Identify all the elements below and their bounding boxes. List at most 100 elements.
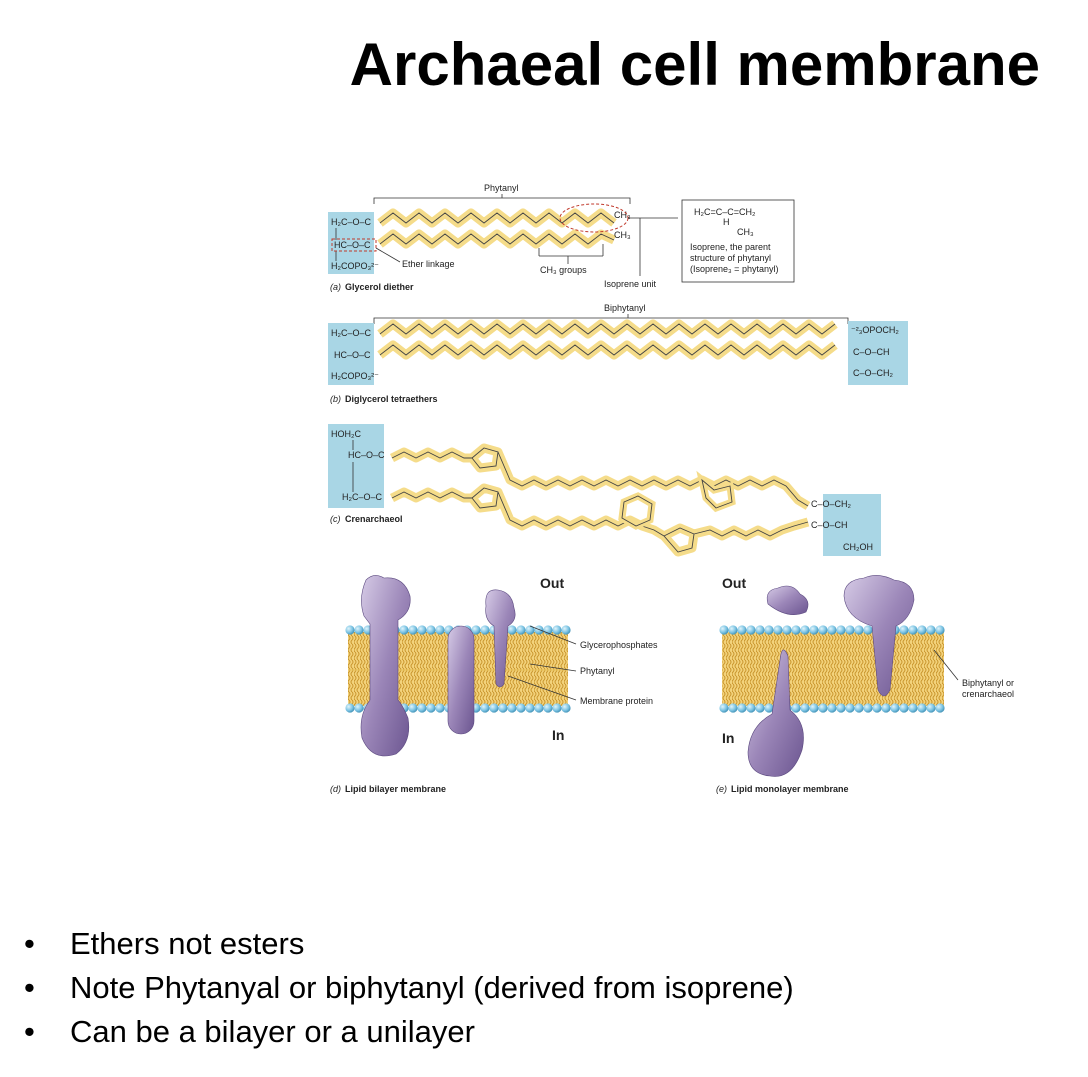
lipid-head-group xyxy=(435,625,445,635)
glycerol-box-a xyxy=(328,212,374,274)
lipid-head-group xyxy=(561,625,571,635)
isoprene-info-box xyxy=(681,199,795,283)
page-title: Archaeal cell membrane xyxy=(349,31,1040,98)
lipid-head-group xyxy=(800,625,810,635)
glycerol-box-b-right xyxy=(848,321,908,385)
bullet-text: Ethers not esters xyxy=(70,926,305,961)
lipid-head-group xyxy=(737,703,747,713)
lipid-head-group xyxy=(345,625,355,635)
lipid-head-group xyxy=(480,625,490,635)
lipid-head-group xyxy=(917,703,927,713)
membrane-protein-right xyxy=(485,589,516,688)
lipid-head-group xyxy=(489,703,499,713)
monolayer-heads-outer xyxy=(719,625,945,635)
bullet-item: • Ethers not esters xyxy=(20,922,794,966)
lipid-head-group xyxy=(917,625,927,635)
panel-d-in-label: In xyxy=(552,727,564,743)
bullet-text: Note Phytanyal or biphytanyl (derived fr… xyxy=(70,970,794,1005)
phytanyl-chain-lower xyxy=(377,229,616,249)
lipid-head-group xyxy=(818,703,828,713)
crenarchaeol-chain-lower xyxy=(389,483,810,557)
lipid-head-group xyxy=(836,625,846,635)
bullet-glyph: • xyxy=(24,970,35,1005)
phytanyl-label-a: Phytanyl xyxy=(484,183,519,193)
lipid-head-group xyxy=(809,625,819,635)
lipid-head-group xyxy=(755,625,765,635)
glycerol-c-left-2: HC–O–C xyxy=(348,450,385,460)
panel-c-crenarchaeol: HOH₂C HC–O–C H₂C–O–C C–O–CH₂ C–O–CH CH₂O… xyxy=(328,424,881,557)
ch3-bottom: CH₃ xyxy=(614,230,631,240)
lipid-head-group xyxy=(507,625,517,635)
isoprene-box-text-1: Isoprene, the parent xyxy=(690,242,771,252)
lipid-head-group xyxy=(782,625,792,635)
ether-linkage-label: Ether linkage xyxy=(402,259,455,269)
lipid-head-group xyxy=(471,625,481,635)
panel-c-caption-letter: (c) xyxy=(330,514,341,524)
panel-e-lipid-monolayer: Out In Biphytanyl or crenarchaeol (e) Li… xyxy=(716,575,1014,794)
lipid-head-group xyxy=(791,625,801,635)
lipid-head-group xyxy=(764,703,774,713)
monolayer-tails-pattern xyxy=(722,632,944,706)
lipid-head-group xyxy=(426,625,436,635)
glycerol-a-line-3: H₂COPO₃²⁻ xyxy=(331,261,379,271)
lipid-head-group xyxy=(899,625,909,635)
lipid-head-group xyxy=(399,625,409,635)
lipid-head-group xyxy=(863,625,873,635)
isoprene-formula: H₂C=C–C=CH₂ xyxy=(694,207,756,217)
lipid-head-group xyxy=(890,703,900,713)
lipid-head-group xyxy=(561,703,571,713)
bullet-item: • Note Phytanyal or biphytanyl (derived f… xyxy=(20,966,794,1010)
panel-e-in-label: In xyxy=(722,730,734,746)
glycerol-b-left-2: HC–O–C xyxy=(334,350,371,360)
bullet-glyph: • xyxy=(24,926,35,961)
lipid-head-group xyxy=(345,703,355,713)
glycerol-b-left-1: H₂C–O–C xyxy=(331,328,372,338)
lipid-head-group xyxy=(480,703,490,713)
lipid-head-group xyxy=(872,703,882,713)
biphytanyl-chain-lower xyxy=(377,340,838,360)
lipid-head-group xyxy=(426,703,436,713)
isoprene-box-text-3: (Isoprene₃ = phytanyl) xyxy=(690,264,778,274)
isoprene-formula-ch3: CH₃ xyxy=(737,227,754,237)
lipid-head-group xyxy=(908,703,918,713)
glycerol-c-right-2: C–O–CH xyxy=(811,520,848,530)
glycerol-box-c-left xyxy=(328,424,384,508)
isoprene-unit-label: Isoprene unit xyxy=(604,279,657,289)
lipid-head-group xyxy=(845,703,855,713)
lipid-head-group xyxy=(516,625,526,635)
lipid-head-group xyxy=(719,625,729,635)
lipid-head-group xyxy=(354,703,364,713)
ch3-groups-label: CH₃ groups xyxy=(540,265,587,275)
lipid-head-group xyxy=(854,625,864,635)
lipid-head-group xyxy=(827,703,837,713)
lipid-head-group xyxy=(507,703,517,713)
ether-linkage-highlight xyxy=(331,238,377,252)
biphytanyl-crenarchaeol-label-1: Biphytanyl or xyxy=(962,678,1014,688)
isoprene-box-text-2: structure of phytanyl xyxy=(690,253,771,263)
panel-a-glycerol-diether: H₂C–O–C HC–O–C H₂COPO₃²⁻ CH₃ CH₃ Phytany… xyxy=(328,183,795,292)
panel-e-out-label: Out xyxy=(722,575,746,591)
lipid-head-group xyxy=(552,625,562,635)
lipid-head-group xyxy=(719,703,729,713)
lipid-head-group xyxy=(746,703,756,713)
glycerol-c-right-3: CH₂OH xyxy=(843,542,873,552)
glycerol-c-left-3: H₂C–O–C xyxy=(342,492,383,502)
membrane-protein-label: Membrane protein xyxy=(580,696,653,706)
glycerol-box-c-right xyxy=(823,494,881,556)
monolayer-heads-inner xyxy=(719,703,945,713)
lipid-head-group xyxy=(417,703,427,713)
archaeal-membrane-figure: H₂C–O–C HC–O–C H₂COPO₃²⁻ CH₃ CH₃ Phytany… xyxy=(328,183,1014,794)
bullet-text: Can be a bilayer or a unilayer xyxy=(70,1014,475,1049)
bilayer-heads-outer xyxy=(345,625,571,635)
lipid-head-group xyxy=(516,703,526,713)
lipid-head-group xyxy=(827,625,837,635)
biphytanyl-label: Biphytanyl xyxy=(604,303,646,313)
panel-c-caption: Crenarchaeol xyxy=(345,514,403,524)
lipid-head-group xyxy=(773,625,783,635)
lipid-head-group xyxy=(800,703,810,713)
lipid-head-group xyxy=(845,625,855,635)
lipid-head-group xyxy=(935,625,945,635)
bullet-glyph: • xyxy=(24,1014,35,1049)
panel-a-caption-letter: (a) xyxy=(330,282,341,292)
glycerol-c-right-1: C–O–CH₂ xyxy=(811,499,852,509)
